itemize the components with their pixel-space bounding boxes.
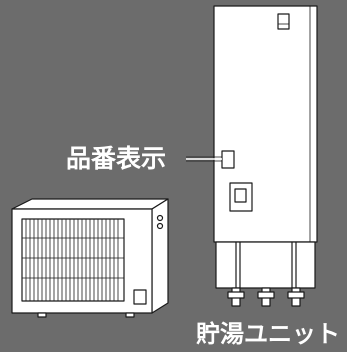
pipe-2-fitting (257, 291, 275, 299)
tank-top-indicator (277, 13, 290, 30)
pipe-1-fitting (227, 291, 245, 299)
leader-line-shadow (186, 156, 222, 162)
heat-pump-foot-left (37, 312, 47, 318)
heat-pump-unit (11, 198, 169, 318)
part-number-display-label: 品番表示 (66, 144, 167, 173)
side-port-upper (156, 214, 164, 222)
tank-leg-skirt (215, 241, 316, 289)
control-panel-window (234, 188, 247, 203)
tank-unit-label: 貯湯ユニット (196, 320, 340, 348)
service-panel (133, 289, 147, 305)
tank-unit (213, 5, 318, 307)
pipe-3-fitting (287, 291, 305, 299)
part-number-plate (221, 150, 235, 169)
fan-grille-bars (22, 219, 124, 301)
heat-pump-top-face (11, 198, 169, 210)
heat-pump-foot-right (125, 312, 135, 318)
side-port-lower (156, 222, 164, 230)
fan-grille (21, 218, 125, 302)
